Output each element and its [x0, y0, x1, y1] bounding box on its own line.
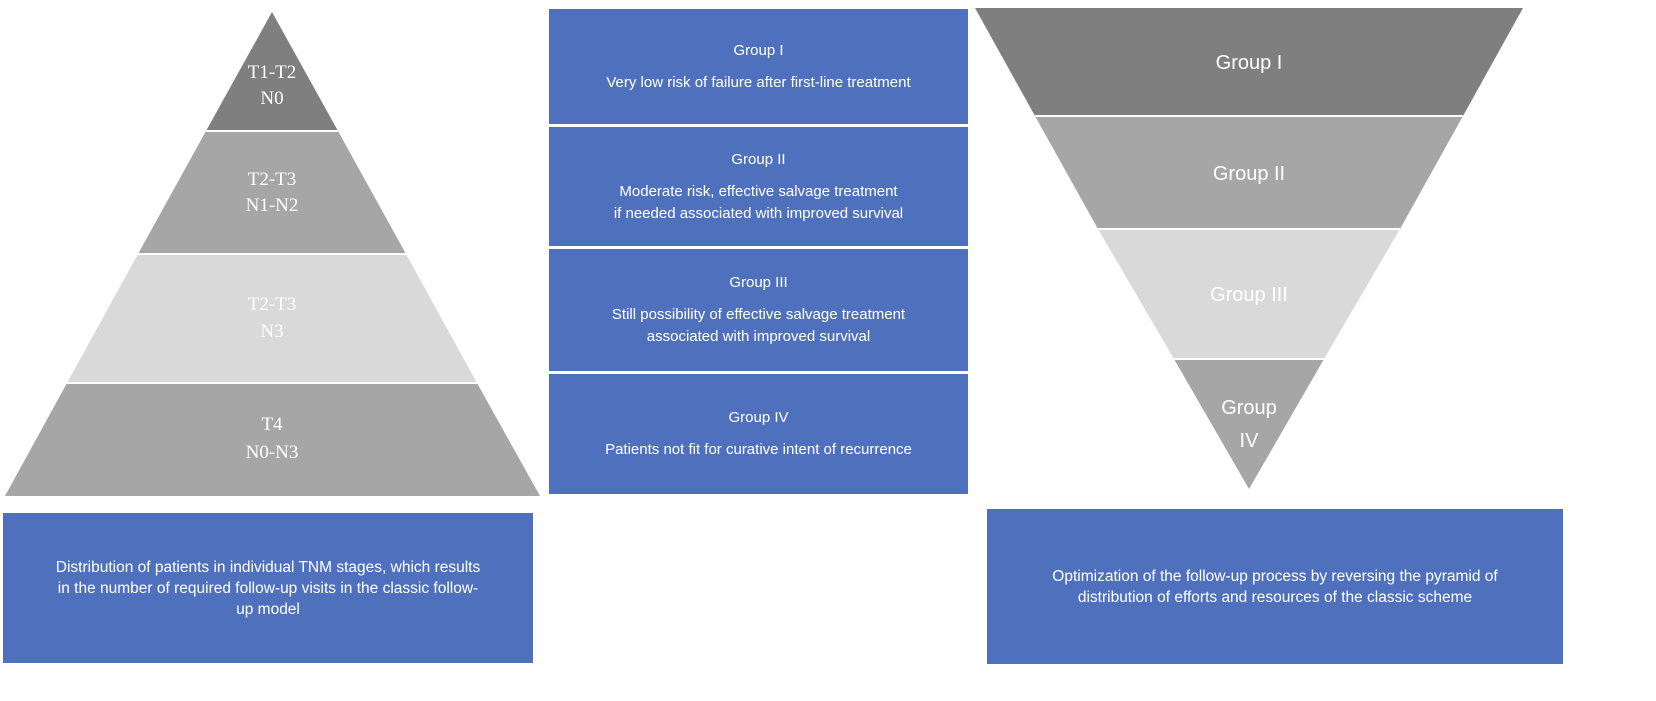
right-caption-box: Optimization of the follow-up process by… — [987, 509, 1563, 664]
left-tier-4-label-1: T4 — [261, 414, 283, 435]
right-caption-line-2: distribution of efforts and resources of… — [1077, 588, 1473, 606]
left-tier-3-label-1: T2-T3 — [248, 294, 297, 315]
left-caption-box: Distribution of patients in individual T… — [3, 513, 533, 663]
group-box-1: Group I Very low risk of failure after f… — [549, 9, 968, 124]
right-tier-3 — [1098, 229, 1400, 359]
right-caption-line-1: Optimization of the follow-up process by… — [1052, 567, 1498, 585]
group-2-desc-line-2: if needed associated with improved survi… — [613, 204, 904, 222]
left-tier-4-label-2: N0-N3 — [246, 442, 299, 463]
right-tier-3-label: Group III — [1210, 284, 1288, 306]
left-caption-line-1: Distribution of patients in individual T… — [55, 558, 481, 576]
left-tier-2-label-1: T2-T3 — [248, 169, 297, 190]
group-3-title: Group III — [729, 274, 788, 291]
right-tier-1 — [975, 8, 1523, 116]
left-tier-3 — [67, 254, 477, 383]
group-box-2: Group II Moderate risk, effective salvag… — [549, 127, 968, 246]
group-2-title: Group II — [731, 150, 786, 168]
group-4-title: Group IV — [728, 409, 789, 426]
right-tier-4 — [1174, 359, 1324, 489]
left-tier-2-label-2: N1-N2 — [246, 195, 299, 216]
left-tier-4 — [5, 383, 540, 496]
left-tier-2 — [138, 131, 406, 254]
group-3-desc-line-2: associated with improved survival — [646, 328, 871, 345]
left-tier-1-label-2: N0 — [260, 88, 283, 109]
left-tier-1 — [206, 12, 338, 131]
left-caption-line-2: in the number of required follow-up visi… — [57, 579, 479, 597]
right-tier-2 — [1035, 116, 1463, 229]
right-tier-1-label: Group I — [1216, 52, 1283, 74]
group-1-desc-line-1: Very low risk of failure after first-lin… — [606, 73, 911, 91]
left-tier-3-label-2: N3 — [260, 321, 283, 342]
right-tier-2-label: Group II — [1213, 163, 1285, 185]
left-tier-1-label-1: T1-T2 — [248, 62, 297, 83]
group-3-desc-line-1: Still possibility of effective salvage t… — [611, 306, 906, 323]
group-box-3: Group III Still possibility of effective… — [549, 249, 968, 371]
right-tier-4-label-1: Group — [1221, 397, 1277, 419]
group-1-title: Group I — [733, 41, 784, 59]
left-caption-line-3: up model — [236, 600, 300, 618]
right-tier-4-label-2: IV — [1240, 430, 1260, 452]
group-2-desc-line-1: Moderate risk, effective salvage treatme… — [619, 182, 898, 200]
group-box-4: Group IV Patients not fit for curative i… — [549, 374, 968, 494]
group-4-desc-line-1: Patients not fit for curative intent of … — [605, 441, 912, 458]
